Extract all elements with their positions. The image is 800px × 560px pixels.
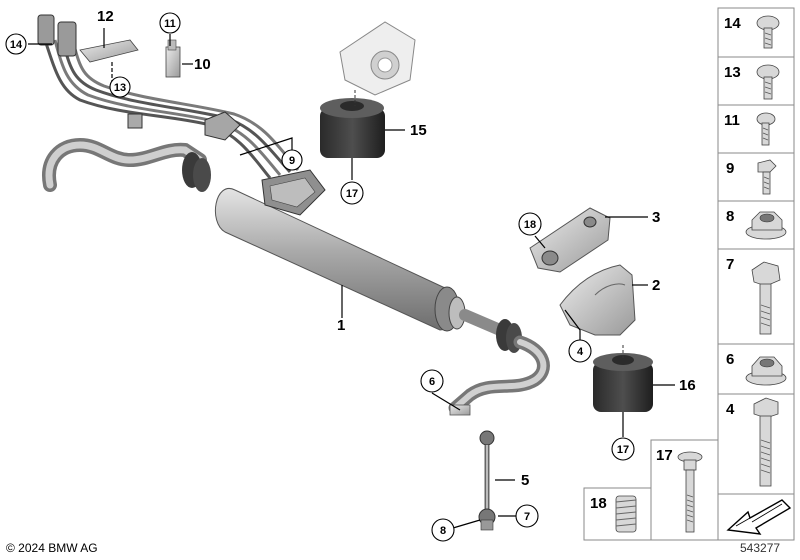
parts-legend: 14 13 11 9 8 7 6 4 17 18 bbox=[583, 7, 795, 541]
bolt-17-icon bbox=[677, 451, 703, 533]
callout-14: 14 bbox=[10, 39, 23, 51]
threaded-insert-18-icon bbox=[615, 495, 637, 533]
callout-circle-17-bottom bbox=[611, 437, 635, 461]
callout-circle-7 bbox=[515, 504, 539, 528]
callout-circle-9 bbox=[281, 149, 303, 171]
legend-label-7: 7 bbox=[726, 256, 734, 273]
callout-circle-18 bbox=[518, 212, 542, 236]
orientation-arrow-icon bbox=[726, 499, 792, 535]
callout-5: 5 bbox=[521, 472, 529, 489]
rubber-bearing-15 bbox=[320, 90, 385, 158]
legend-label-9: 9 bbox=[726, 160, 734, 177]
hex-bolt-4-icon bbox=[753, 397, 779, 487]
callout-6: 6 bbox=[429, 376, 435, 388]
bracket-3 bbox=[529, 207, 611, 273]
callout-circle-11 bbox=[159, 12, 181, 34]
callouts: 14 12 13 11 10 9 15 17 1 18 3 2 4 16 17 … bbox=[5, 8, 696, 542]
copyright-text: © 2024 BMW AG bbox=[6, 541, 98, 555]
callout-4: 4 bbox=[577, 346, 584, 358]
legend-label-14: 14 bbox=[724, 15, 741, 32]
legend-label-4: 4 bbox=[726, 401, 735, 418]
legend-label-11: 11 bbox=[724, 112, 740, 129]
bolt-7-icon bbox=[751, 261, 781, 335]
torx-screw-14-icon bbox=[756, 15, 780, 49]
callout-10: 10 bbox=[194, 56, 211, 73]
torx-screw-13-icon bbox=[756, 64, 780, 100]
legend-cell-13 bbox=[717, 56, 795, 106]
flange-nut-6-icon bbox=[745, 356, 787, 386]
legend-cell-9 bbox=[717, 152, 795, 202]
callout-circle-4 bbox=[568, 339, 592, 363]
stabilizer-link-5 bbox=[449, 404, 496, 531]
legend-label-8: 8 bbox=[726, 208, 734, 225]
legend-label-6: 6 bbox=[726, 351, 734, 368]
callout-circle-6 bbox=[420, 369, 444, 393]
legend-label-17: 17 bbox=[656, 447, 673, 464]
leader-lines bbox=[28, 28, 675, 529]
callout-circle-13 bbox=[109, 76, 131, 98]
bracket-top-15 bbox=[339, 21, 416, 96]
callout-8: 8 bbox=[440, 525, 446, 537]
callout-circle-14 bbox=[5, 33, 27, 55]
legend-label-18: 18 bbox=[590, 495, 607, 512]
bolt-9-icon bbox=[757, 159, 777, 195]
diagram-number: 543277 bbox=[740, 541, 781, 555]
clip-10 bbox=[165, 39, 181, 78]
callout-7: 7 bbox=[524, 511, 530, 523]
legend-label-13: 13 bbox=[724, 64, 741, 81]
callout-circle-8 bbox=[431, 518, 455, 542]
callout-17-bottom: 17 bbox=[617, 444, 629, 456]
callout-12: 12 bbox=[97, 8, 114, 25]
legend-cell-14 bbox=[717, 7, 795, 58]
callout-15: 15 bbox=[410, 122, 427, 139]
callout-13: 13 bbox=[114, 82, 126, 94]
callout-17-top: 17 bbox=[346, 188, 358, 200]
callout-1: 1 bbox=[337, 317, 345, 334]
callout-16: 16 bbox=[679, 377, 696, 394]
bracket-2 bbox=[559, 264, 636, 336]
callout-11: 11 bbox=[164, 18, 176, 30]
stabilizer-bar-assembly bbox=[42, 137, 550, 415]
flange-nut-8-icon bbox=[745, 211, 787, 240]
screw-11-icon bbox=[756, 112, 776, 146]
wiring-harness bbox=[37, 14, 300, 179]
callout-3: 3 bbox=[652, 209, 660, 226]
callout-2: 2 bbox=[652, 277, 660, 294]
callout-9: 9 bbox=[289, 155, 295, 167]
callout-18: 18 bbox=[524, 219, 536, 231]
rubber-bearing-16 bbox=[593, 345, 653, 412]
bracket-12 bbox=[79, 39, 139, 63]
callout-circle-17-top bbox=[340, 181, 364, 205]
